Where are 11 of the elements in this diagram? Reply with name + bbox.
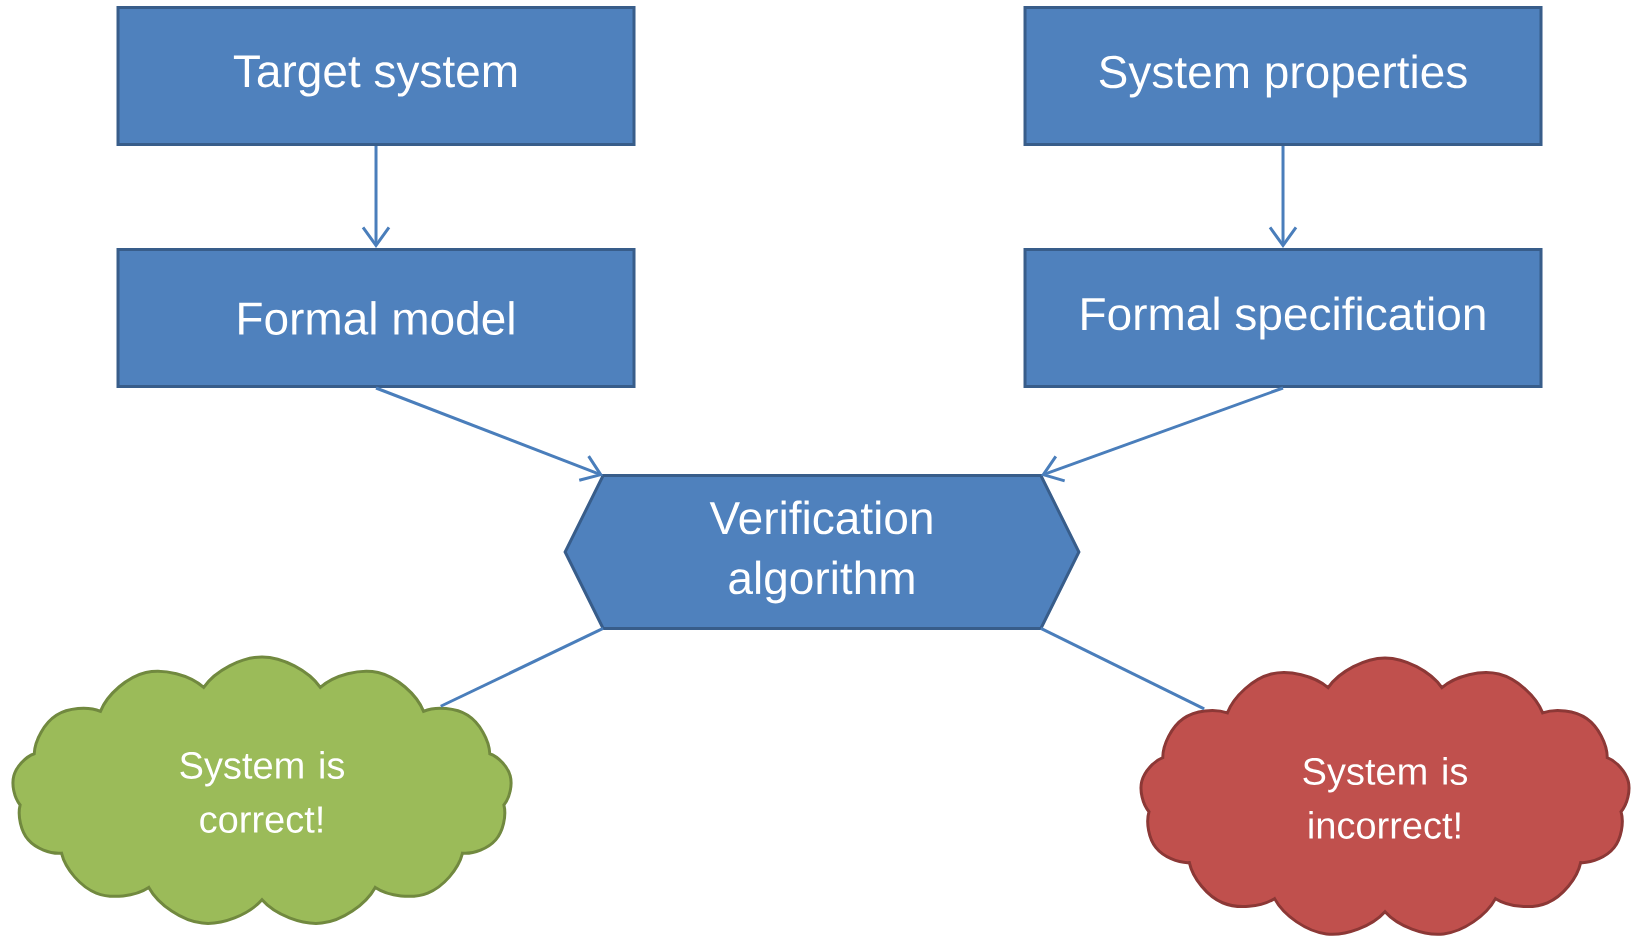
arrow — [375, 386, 604, 482]
connector-line — [440, 627, 604, 708]
connector-line — [1040, 627, 1205, 711]
arrow — [361, 146, 391, 248]
process-box: System properties — [1023, 6, 1543, 146]
process-box: Formal model — [116, 248, 636, 388]
arrow — [1268, 146, 1298, 248]
process-box: Formal specification — [1023, 248, 1543, 388]
hexagon-box: Verification algorithm — [563, 474, 1081, 630]
process-box: Target system — [116, 6, 636, 146]
arrow — [1040, 386, 1284, 483]
